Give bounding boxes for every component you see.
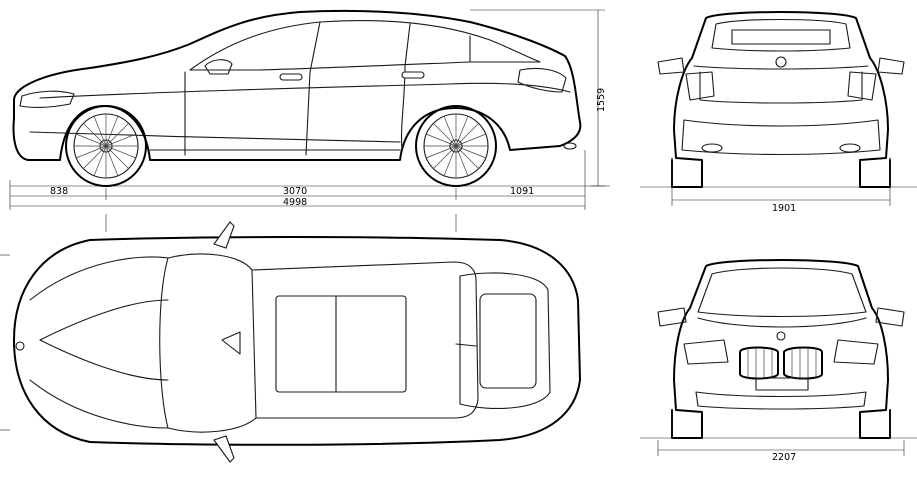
dim-wheelbase: 3070 <box>283 186 307 197</box>
dim-overall-height: 1559 <box>596 88 607 112</box>
dim-rear-overhang: 1091 <box>510 186 534 197</box>
wheel-icon <box>65 105 147 187</box>
mirror-icon <box>877 57 905 75</box>
roundel-emblem-icon <box>776 331 786 341</box>
mirror-icon <box>213 435 235 463</box>
wheel-icon <box>415 105 497 187</box>
mirror-icon <box>213 221 235 249</box>
roundel-emblem-icon <box>775 56 787 68</box>
top-view <box>0 214 581 463</box>
dim-width-body: 1901 <box>772 203 796 214</box>
mirror-icon <box>204 59 233 75</box>
dim-overall-length: 4998 <box>283 197 307 208</box>
dim-width-mirrors: 2207 <box>772 452 796 463</box>
roundel-emblem-icon <box>15 341 25 351</box>
mirror-icon <box>657 307 687 327</box>
front-view <box>640 259 917 456</box>
grille-icon <box>739 346 823 380</box>
dim-front-overhang: 838 <box>50 186 68 197</box>
mirror-icon <box>657 57 685 75</box>
mirror-icon <box>875 307 905 327</box>
rear-view <box>640 11 917 206</box>
side-view <box>9 9 610 210</box>
